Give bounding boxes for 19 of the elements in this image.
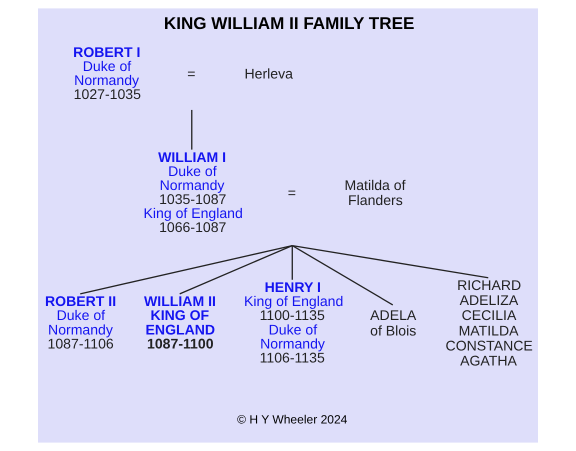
connector [191,110,192,150]
node-text: Herleva [244,65,293,82]
node-text: Matilda of Flanders [344,177,406,208]
connector [292,244,488,278]
node-text: ROBERT II Duke of Normandy 1087-1106 [45,293,116,352]
node-text: ADELA of Blois [370,307,416,338]
node-text: HENRY I King of England 1100-1135 Duke of Normandy 1106-1135 [244,279,344,366]
caption: © H Y Wheeler 2024 [237,412,348,427]
connector [80,244,292,294]
connector [179,245,293,294]
node-text: = [288,184,296,201]
diagram-title: KING WILLIAM II FAMILY TREE [164,14,414,34]
node-text: WILLIAM II KING OF ENGLAND 1087-1100 [144,293,216,352]
connector [292,246,293,280]
node-text: ROBERT I Duke of Normandy 1027-1035 [73,44,141,102]
node-text: WILLIAM I Duke of Normandy 1035-1087 King of England 1066-1087 [144,148,243,236]
connector [292,245,394,306]
node-text: RICHARD ADELIZA CECILIA MATILDA CONSTANCE AGATHA [446,277,533,368]
node-text: = [187,65,196,82]
